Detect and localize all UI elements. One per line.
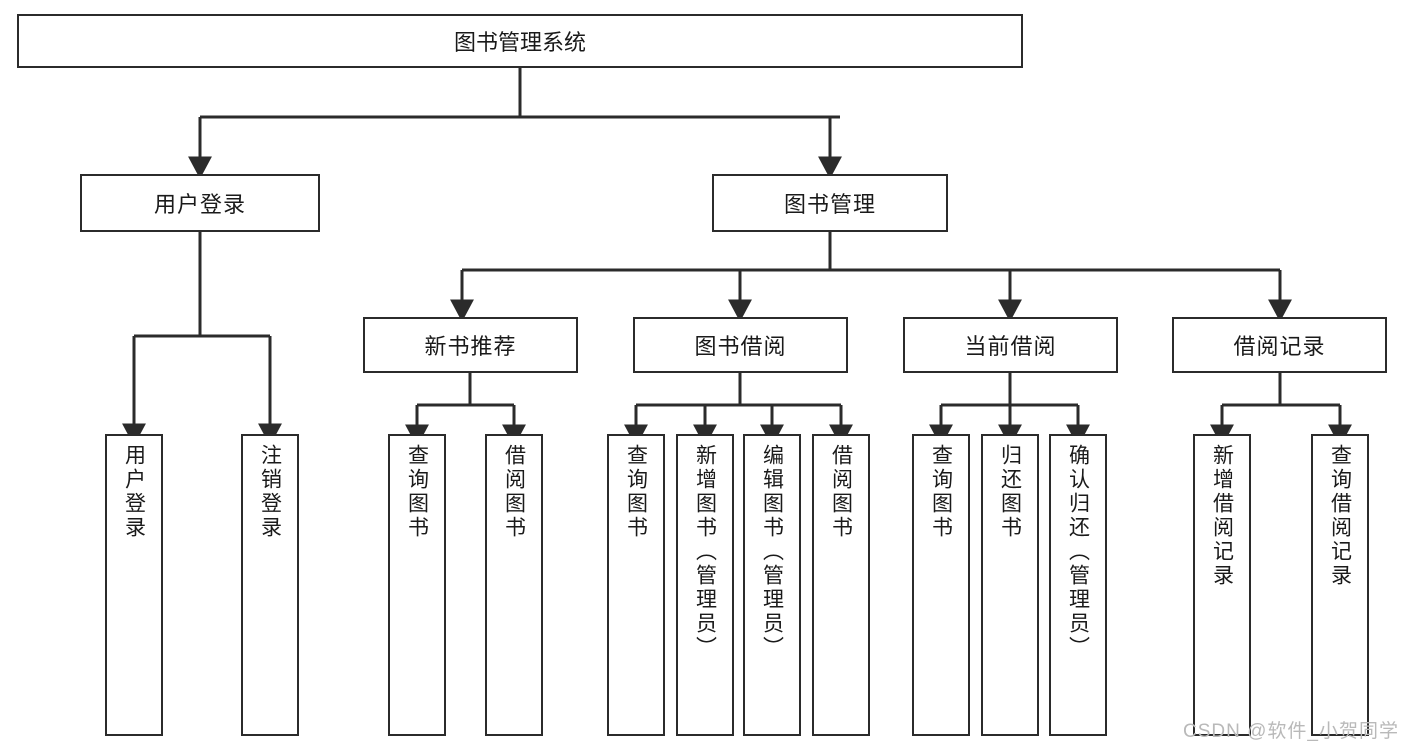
node-book-management[interactable]: 图书管理 [712, 174, 948, 232]
node-user-login[interactable]: 用户登录 [80, 174, 320, 232]
leaf-label: 借阅图书 [829, 444, 853, 540]
node-borrow-record[interactable]: 借阅记录 [1172, 317, 1387, 373]
node-current-borrow[interactable]: 当前借阅 [903, 317, 1118, 373]
leaf-confirm-return-admin[interactable]: 确认归还（管理员） [1049, 434, 1107, 736]
leaf-label: 借阅图书 [502, 444, 526, 540]
leaf-label: 注销登录 [258, 444, 282, 540]
leaf-label: 新增图书（管理员） [693, 444, 717, 660]
leaf-label: 查询图书 [929, 444, 953, 540]
leaf-borrow-book-recommend[interactable]: 借阅图书 [485, 434, 543, 736]
leaf-query-book-current[interactable]: 查询图书 [912, 434, 970, 736]
node-new-book-recommend[interactable]: 新书推荐 [363, 317, 578, 373]
leaf-label: 查询借阅记录 [1328, 444, 1352, 588]
leaf-borrow-book[interactable]: 借阅图书 [812, 434, 870, 736]
leaf-query-borrow-record[interactable]: 查询借阅记录 [1311, 434, 1369, 736]
leaf-label: 确认归还（管理员） [1066, 444, 1090, 660]
leaf-logout[interactable]: 注销登录 [241, 434, 299, 736]
leaf-label: 查询图书 [624, 444, 648, 540]
leaf-add-borrow-record[interactable]: 新增借阅记录 [1193, 434, 1251, 736]
leaf-label: 归还图书 [998, 444, 1022, 540]
leaf-edit-book-admin[interactable]: 编辑图书（管理员） [743, 434, 801, 736]
leaf-query-book-recommend[interactable]: 查询图书 [388, 434, 446, 736]
leaf-label: 查询图书 [405, 444, 429, 540]
node-book-borrow[interactable]: 图书借阅 [633, 317, 848, 373]
leaf-label: 编辑图书（管理员） [760, 444, 784, 660]
leaf-return-book[interactable]: 归还图书 [981, 434, 1039, 736]
watermark-text: CSDN @软件_小贺同学 [1183, 721, 1399, 742]
leaf-user-login[interactable]: 用户登录 [105, 434, 163, 736]
leaf-add-book-admin[interactable]: 新增图书（管理员） [676, 434, 734, 736]
leaf-label: 用户登录 [122, 444, 146, 540]
leaf-label: 新增借阅记录 [1210, 444, 1234, 588]
node-root[interactable]: 图书管理系统 [17, 14, 1023, 68]
leaf-query-book-borrow[interactable]: 查询图书 [607, 434, 665, 736]
